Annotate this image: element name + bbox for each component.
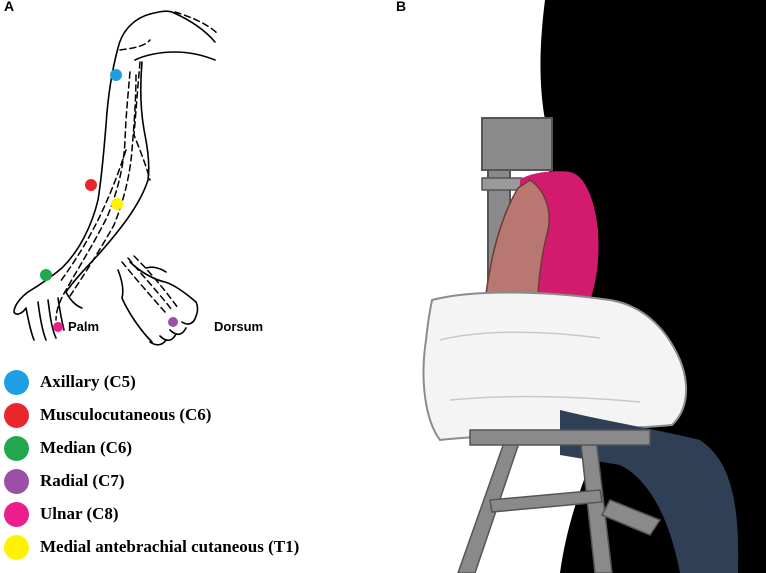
dorsum-nerve-3 <box>133 255 179 309</box>
legend-item-radial: Radial (C7) <box>2 467 382 497</box>
panel-label-b: B <box>396 0 407 14</box>
nerve-path-3 <box>55 71 131 321</box>
panel-label-a: A <box>4 0 15 14</box>
legend-text-axillary: Axillary (C5) <box>40 372 136 391</box>
legend-dot-ulnar <box>4 502 29 527</box>
legend-dot-axillary <box>4 370 29 395</box>
radial-point <box>168 317 178 327</box>
legend-item-musculocutaneous: Musculocutaneous (C6) <box>2 401 382 431</box>
nerve-path-2 <box>119 39 151 51</box>
legend-text-ulnar: Ulnar (C8) <box>40 504 119 523</box>
palm-label: Palm <box>68 319 100 334</box>
dorsum-hand-outline <box>117 261 199 346</box>
chair-back-slat <box>481 177 523 191</box>
arm-outline-inner <box>65 61 150 293</box>
jeans <box>560 410 739 573</box>
head-shadow <box>540 0 766 175</box>
chair-back-leg <box>600 499 662 536</box>
medial-antebrachial-point <box>111 198 123 210</box>
arm-outline-bottom <box>149 10 216 43</box>
axillary-point <box>110 69 122 81</box>
ulnar-point <box>53 322 63 332</box>
legend-item-medial-antebrachial: Medial antebrachial cutaneous (T1) <box>2 533 382 563</box>
legend-text-median: Median (C6) <box>40 438 133 457</box>
legend-item-median: Median (C6) <box>2 434 382 464</box>
chair-crossbar <box>489 489 603 513</box>
nerve-path-1 <box>174 11 219 35</box>
legend-dot-medial-antebrachial <box>4 535 29 560</box>
legend-text-musculocutaneous: Musculocutaneous (C6) <box>40 405 212 424</box>
dorsum-label: Dorsum <box>214 319 264 334</box>
legend-text-medial-antebrachial: Medial antebrachial cutaneous (T1) <box>40 537 300 556</box>
legend-dot-median <box>4 436 29 461</box>
palm-hand-outline <box>13 291 83 341</box>
legend-dot-musculocutaneous <box>4 403 29 428</box>
pillow <box>422 291 688 442</box>
nerve-path-5 <box>133 61 151 181</box>
dorsum-thumb <box>145 266 167 273</box>
legend-item-ulnar: Ulnar (C8) <box>2 500 382 530</box>
dorsum-nerve-1 <box>121 261 166 313</box>
dorsum-nerve-2 <box>127 257 173 311</box>
legend-dot-radial <box>4 469 29 494</box>
arm-outline-top <box>27 13 151 293</box>
musculocutaneous-point <box>85 179 97 191</box>
chair-back-top <box>481 117 553 171</box>
seated-person-illustration <box>422 0 766 573</box>
nerve-path-4 <box>69 74 137 297</box>
median-point <box>40 269 52 281</box>
nerve-path-6 <box>59 149 127 283</box>
arm-outline-back <box>134 51 216 61</box>
legend-item-axillary: Axillary (C5) <box>2 368 382 398</box>
chair-seat <box>469 429 651 446</box>
pillow-crease <box>439 331 641 403</box>
legend-text-radial: Radial (C7) <box>40 471 125 490</box>
